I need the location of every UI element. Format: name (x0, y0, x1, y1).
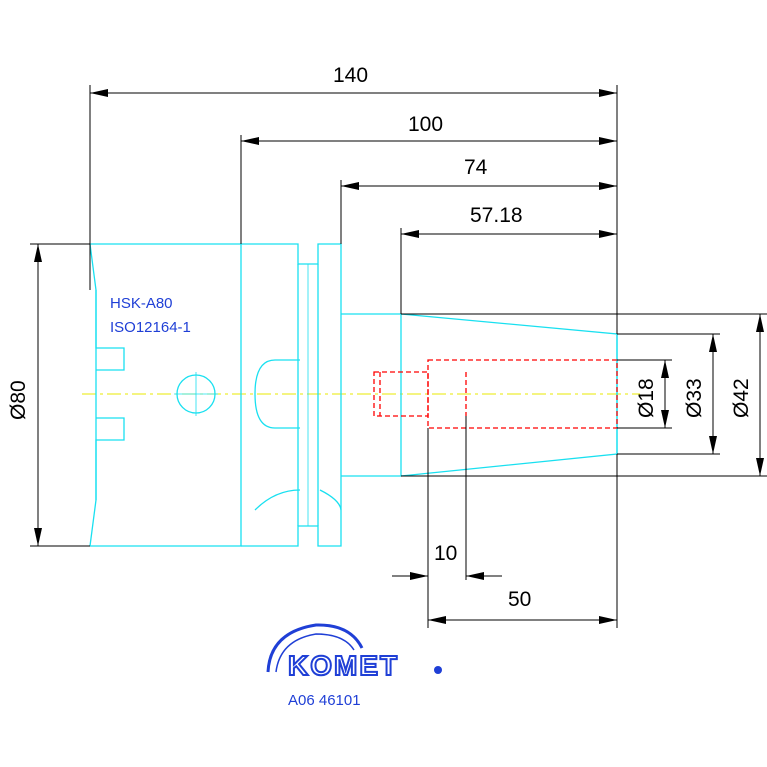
dimension-10: 10 (434, 542, 457, 565)
part-number: A06 46101 (288, 692, 361, 709)
hidden-bore (373, 359, 618, 429)
komet-wordmark: KOMET (288, 650, 399, 681)
komet-logo: KOMET (266, 623, 442, 682)
dimension-74: 74 (464, 156, 488, 179)
dimension-dia-80: Ø80 (7, 380, 30, 420)
tool-holder-outline (89, 243, 618, 547)
dimension-lines (30, 85, 767, 628)
dimension-140: 140 (333, 64, 368, 87)
dimension-100: 100 (408, 113, 443, 136)
dimension-dia-42: Ø42 (730, 378, 753, 418)
hsk-label: HSK-A80 (110, 295, 173, 312)
dimension-dia-18: Ø18 (635, 378, 658, 418)
dimension-dia-33: Ø33 (683, 378, 706, 418)
iso-label: ISO12164-1 (110, 319, 191, 336)
dimension-57-18: 57.18 (470, 204, 523, 227)
dimension-50: 50 (508, 588, 531, 611)
